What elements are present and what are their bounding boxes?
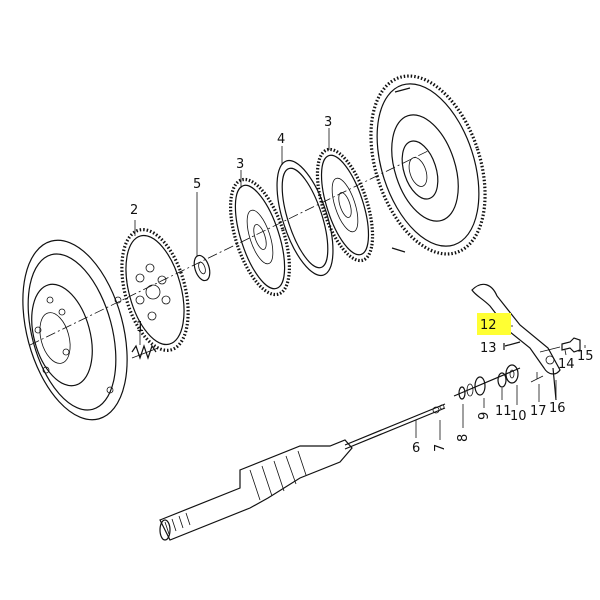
clutch-disc-left <box>228 177 292 297</box>
callout-15: 15 <box>577 349 594 364</box>
callout-13: 13 <box>480 341 497 356</box>
callout-highlight <box>477 313 511 335</box>
callout-9: 9 <box>477 412 492 420</box>
callout-14: 14 <box>558 357 575 372</box>
callout-7: 7 <box>433 444 448 452</box>
hub <box>193 254 211 282</box>
spring <box>131 344 159 360</box>
pressure-plate-housing <box>22 239 128 421</box>
callout-11: 11 <box>495 404 512 419</box>
callout-12: 12 <box>480 318 497 333</box>
assembly-axis <box>29 149 431 346</box>
carrier-plate <box>120 228 190 352</box>
lever-shaft <box>552 367 557 401</box>
intermediate-plate <box>276 159 334 277</box>
clutch-disc-right <box>315 147 375 263</box>
main-shaft-gear <box>159 439 353 541</box>
callout-2: 2 <box>130 203 138 218</box>
bolt-and-nut <box>539 337 581 353</box>
callout-3-right: 3 <box>324 115 332 130</box>
callout-8: 8 <box>456 434 471 442</box>
bearing-parts <box>453 364 544 400</box>
callout-4: 4 <box>277 132 285 147</box>
callout-3-left: 3 <box>236 157 244 172</box>
input-shaft <box>344 403 446 450</box>
pin <box>503 341 521 350</box>
flywheel-ring-gear <box>369 74 487 256</box>
leader-lines <box>134 128 586 440</box>
callout-6: 6 <box>412 441 420 456</box>
callout-5: 5 <box>193 177 201 192</box>
callout-1: 1 <box>136 320 144 335</box>
callout-16: 16 <box>549 401 566 416</box>
callout-17: 17 <box>530 404 547 419</box>
callout-10: 10 <box>510 409 527 424</box>
release-lever <box>471 283 561 375</box>
